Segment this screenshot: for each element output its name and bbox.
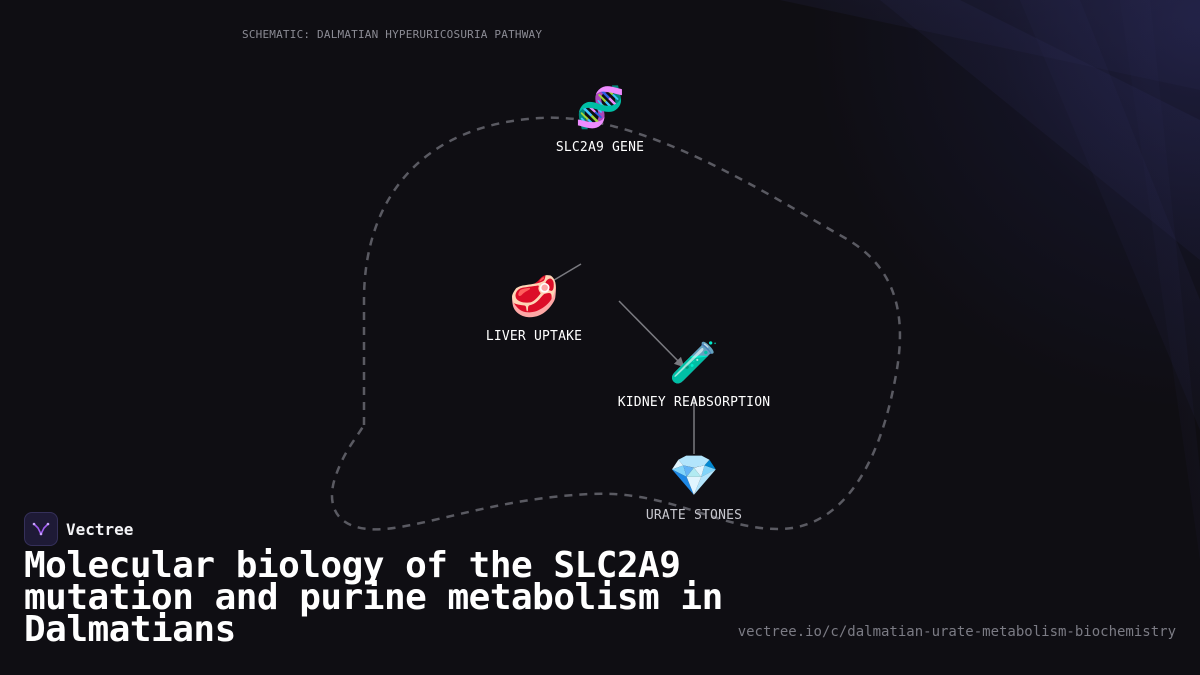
node-urate-stones: 💎 URATE STONES	[584, 452, 804, 523]
node-kidney-reabsorption: 🧪 KIDNEY REABSORPTION	[584, 339, 804, 410]
brand-name: Vectree	[66, 519, 134, 539]
node-liver-uptake: 🥩 LIVER UPTAKE	[424, 273, 644, 344]
vectree-logo-icon	[24, 512, 58, 546]
page-url[interactable]: vectree.io/c/dalmatian-urate-metabolism-…	[737, 624, 1176, 640]
diagram-caption: SCHEMATIC: DALMATIAN HYPERURICOSURIA PAT…	[242, 28, 543, 41]
dna-icon: 🧬	[575, 85, 625, 131]
meat-icon: 🥩	[509, 274, 559, 320]
node-label: KIDNEY REABSORPTION	[617, 395, 771, 410]
connector-gene-liver	[533, 263, 582, 293]
node-label: URATE STONES	[645, 508, 743, 523]
cell-outline	[330, 116, 902, 531]
connector-liver-kidney	[618, 300, 685, 368]
brand[interactable]: Vectree	[24, 512, 133, 546]
node-label: LIVER UPTAKE	[485, 329, 583, 344]
node-label: SLC2A9 GENE	[555, 140, 645, 155]
gem-icon: 💎	[669, 453, 719, 499]
page-title: Molecular biology of the SLC2A9 mutation…	[24, 545, 723, 650]
node-slc2a9-gene: 🧬 SLC2A9 GENE	[490, 84, 710, 155]
test-tube-icon: 🧪	[669, 340, 719, 386]
